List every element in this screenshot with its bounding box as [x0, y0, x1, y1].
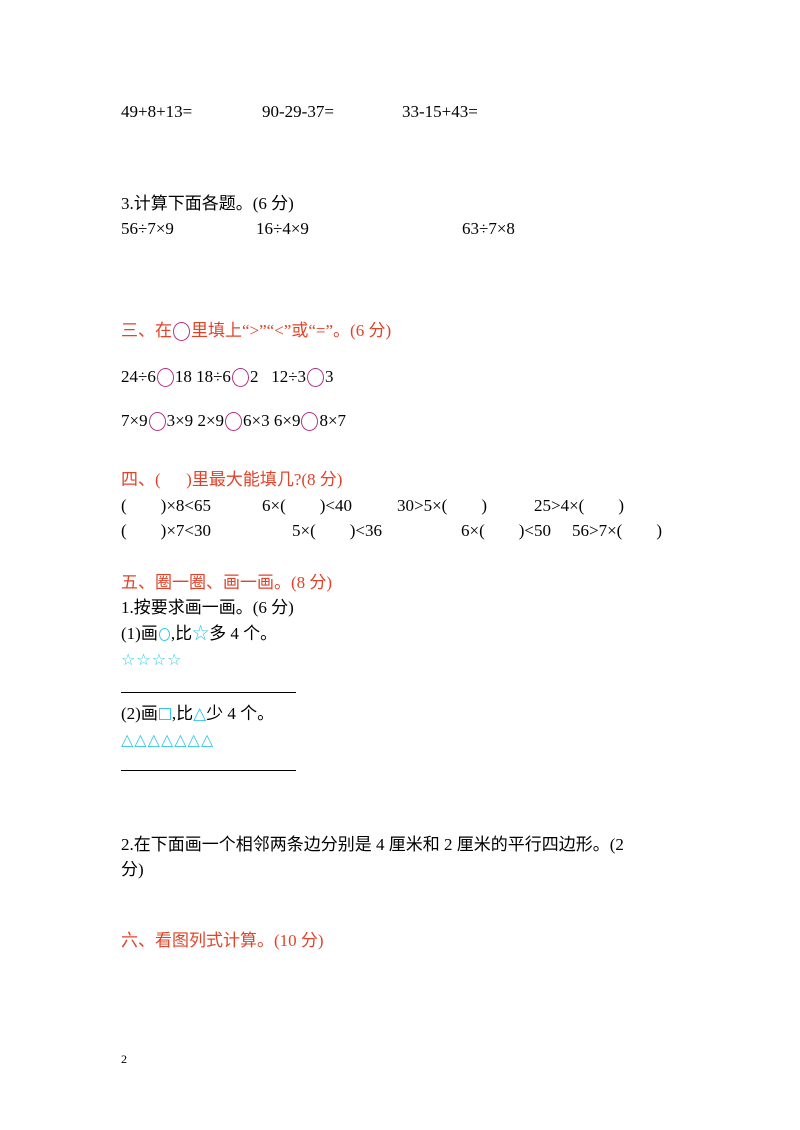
- section5-part2: (2)画 ,比△少 4 个。: [121, 703, 274, 725]
- compare-left: 7×9: [121, 411, 148, 430]
- section5-q2-line1: 2.在下面画一个相邻两条边分别是 4 厘米和 2 厘米的平行四边形。(2: [121, 835, 624, 854]
- section3-title: 三、在里填上“>”“<”或“=”。(6 分): [121, 320, 391, 342]
- q3-title: 3.计算下面各题。(6 分): [121, 194, 294, 213]
- part2-pre: (2)画: [121, 704, 158, 723]
- expr-49-8-13: 49+8+13=: [121, 102, 193, 121]
- part2-mid: ,比: [171, 704, 194, 723]
- section3-title-pre: 三、在: [121, 321, 172, 340]
- compare-left: 6×9: [273, 411, 301, 430]
- compare-circle-blank[interactable]: [148, 412, 166, 431]
- section5-title: 五、圈一圈、画一画。(8 分): [121, 573, 333, 592]
- compare-circle-blank[interactable]: [231, 368, 249, 387]
- part2-post: 少 4 个。: [206, 704, 275, 723]
- star-icon: ☆: [192, 624, 210, 643]
- triangle-icon: △: [193, 704, 207, 723]
- expr-33-15-43: 33-15+43=: [402, 102, 478, 121]
- section5-part1: (1)画 ,比☆多 4 个。: [121, 623, 277, 645]
- section6-title: 六、看图列式计算。(10 分): [121, 931, 324, 950]
- compare-circle-blank[interactable]: [301, 412, 319, 431]
- compare-right: 3×9: [166, 411, 194, 430]
- compare-left: 18÷6: [196, 367, 231, 386]
- q3-expr-b: 16÷4×9: [256, 219, 309, 238]
- fill-blank-8: 56>7×( ): [572, 521, 662, 540]
- compare-left: 12÷3: [271, 367, 307, 386]
- compare-right: 6×3: [243, 411, 270, 430]
- circle-blank-icon: [173, 322, 190, 341]
- fill-blank-1: ( )×8<65: [121, 496, 211, 515]
- compare-row-1: 24÷6 18 18÷6 2 12÷3 3: [121, 366, 334, 388]
- compare-right: 8×7: [319, 411, 347, 430]
- compare-right: 2: [249, 367, 259, 386]
- compare-row-2: 7×9 3×9 2×9 6×3 6×9 8×7: [121, 410, 346, 432]
- circle-icon: [158, 628, 170, 641]
- fill-blank-7: 6×( )<50: [461, 521, 551, 540]
- fill-blank-3: 30>5×( ): [397, 496, 487, 515]
- q3-expr-a: 56÷7×9: [121, 219, 174, 238]
- compare-right: 18: [174, 367, 192, 386]
- compare-circle-blank[interactable]: [307, 368, 325, 387]
- section5-q2-line2: 分): [121, 860, 144, 879]
- compare-right: 3: [325, 367, 334, 386]
- part1-pre: (1)画: [121, 624, 158, 643]
- answer-line-2[interactable]: [121, 770, 296, 771]
- star-row: ☆☆☆☆: [121, 650, 183, 669]
- compare-circle-blank[interactable]: [156, 368, 174, 387]
- square-icon: [158, 708, 171, 720]
- q3-expr-c: 63÷7×8: [462, 219, 515, 238]
- expr-90-29-37: 90-29-37=: [262, 102, 334, 121]
- fill-blank-6: 5×( )<36: [292, 521, 382, 540]
- fill-blank-4: 25>4×( ): [534, 496, 624, 515]
- section3-title-post: 里填上“>”“<”或“=”。(6 分): [191, 321, 392, 340]
- answer-line-1[interactable]: [121, 692, 296, 693]
- part1-mid: ,比: [170, 624, 193, 643]
- triangle-row: △△△△△△△: [121, 730, 215, 749]
- part1-post: 多 4 个。: [209, 624, 278, 643]
- section4-title: 四、( )里最大能填几?(8 分): [121, 470, 343, 489]
- compare-circle-blank[interactable]: [225, 412, 243, 431]
- section5-q1: 1.按要求画一画。(6 分): [121, 598, 294, 617]
- page-number: 2: [121, 1052, 127, 1066]
- compare-left: 2×9: [197, 411, 225, 430]
- fill-blank-2: 6×( )<40: [262, 496, 352, 515]
- compare-left: 24÷6: [121, 367, 156, 386]
- fill-blank-5: ( )×7<30: [121, 521, 211, 540]
